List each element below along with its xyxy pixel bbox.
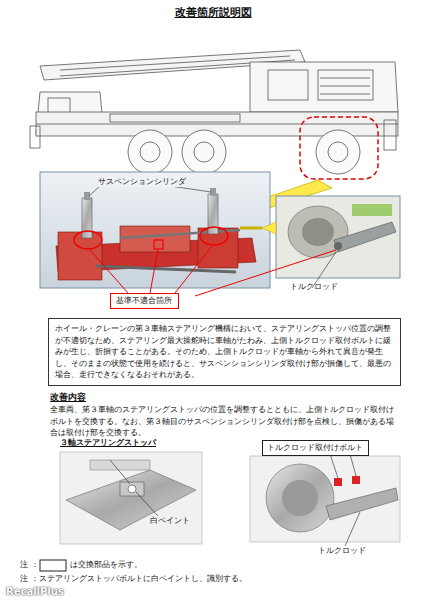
defect-label-box: 基準不適合箇所 bbox=[110, 293, 179, 309]
body-text: 全車両、第３車軸のステアリングストッパの位置を調整するとともに、上側トルクロッド… bbox=[50, 404, 400, 439]
description-box: ホイール・クレーンの第３車軸ステアリング機構において、ステアリングストッパ位置の… bbox=[48, 318, 401, 386]
part-name: トルクロッド bbox=[290, 282, 338, 292]
note-text: 注 ： bbox=[20, 560, 39, 570]
node-text: トルクロッド取付けボルト bbox=[267, 442, 364, 454]
node-text: ホイール・クレーンの第３車軸ステアリング機構において、ステアリングストッパ位置の… bbox=[55, 323, 394, 381]
axle-render bbox=[56, 188, 256, 280]
stopper-photo bbox=[60, 452, 202, 544]
section-heading: 改善内容 bbox=[50, 392, 86, 402]
leader-line bbox=[330, 454, 360, 546]
inset-photo bbox=[276, 196, 400, 278]
stopper-render bbox=[66, 460, 196, 530]
render-photo bbox=[40, 172, 270, 288]
note-text: は交換部品を示す。 bbox=[70, 560, 142, 570]
watermark: RecallPlus bbox=[6, 586, 64, 598]
pointer-arrow bbox=[240, 227, 262, 230]
note-text: 注 ：ステアリングストッパボルトに白ペイントし、識別する。 bbox=[20, 574, 247, 584]
figure-heading: ３軸ステアリングストッパ bbox=[60, 438, 156, 448]
part-name: トルクロッド bbox=[318, 546, 366, 556]
legend-box-symbol bbox=[40, 560, 66, 571]
part-label-box: トルクロッド取付けボルト bbox=[262, 440, 369, 456]
part-name: サスペンションシリンダ bbox=[98, 177, 186, 187]
bolt-render bbox=[266, 464, 398, 532]
part-name: 白ペイント bbox=[150, 516, 190, 526]
page-title: 改善箇所説明図 bbox=[0, 6, 426, 19]
leader-line bbox=[89, 186, 211, 196]
defect-circle bbox=[74, 231, 102, 249]
highlight-circle bbox=[300, 117, 378, 179]
node-text: 基準不適合箇所 bbox=[116, 295, 173, 307]
pointer-arrow bbox=[262, 222, 276, 234]
leader-line bbox=[136, 492, 158, 516]
crane-drawing bbox=[30, 50, 398, 174]
bolt-photo bbox=[250, 456, 400, 542]
defect-circle bbox=[200, 227, 228, 245]
torque-rod-render bbox=[288, 204, 396, 258]
leader-line bbox=[110, 460, 130, 484]
